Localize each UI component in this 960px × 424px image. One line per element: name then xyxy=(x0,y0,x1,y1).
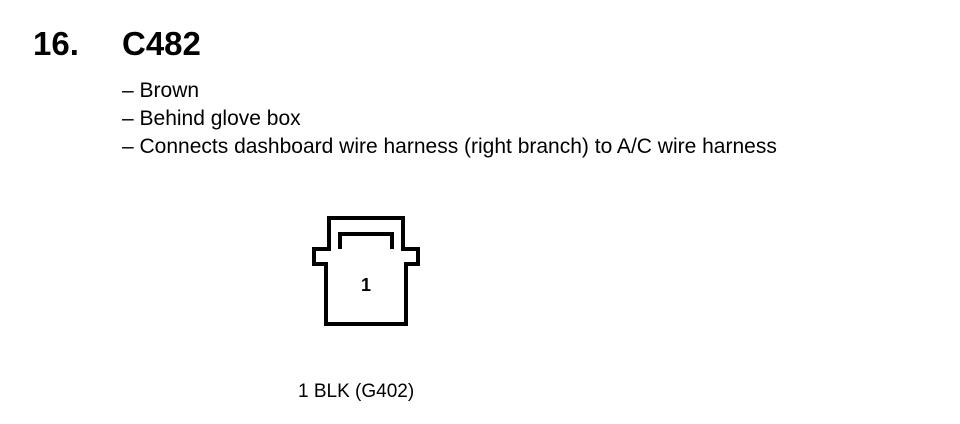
detail-connects: – Connects dashboard wire harness (right… xyxy=(122,135,777,158)
connector-outline xyxy=(312,216,420,326)
detail-color: – Brown xyxy=(122,79,200,102)
cavity-number: 1 xyxy=(361,275,371,295)
pin-label: 1 BLK (G402) xyxy=(298,381,415,402)
connector-id: C482 xyxy=(122,25,201,62)
connector-face-drawing: 1 xyxy=(312,216,420,326)
detail-location: – Behind glove box xyxy=(122,107,301,130)
connector-details: – Brown – Behind glove box – Connects da… xyxy=(122,77,777,161)
item-number: 16. xyxy=(33,25,79,62)
connector-lock-tab xyxy=(338,232,394,249)
